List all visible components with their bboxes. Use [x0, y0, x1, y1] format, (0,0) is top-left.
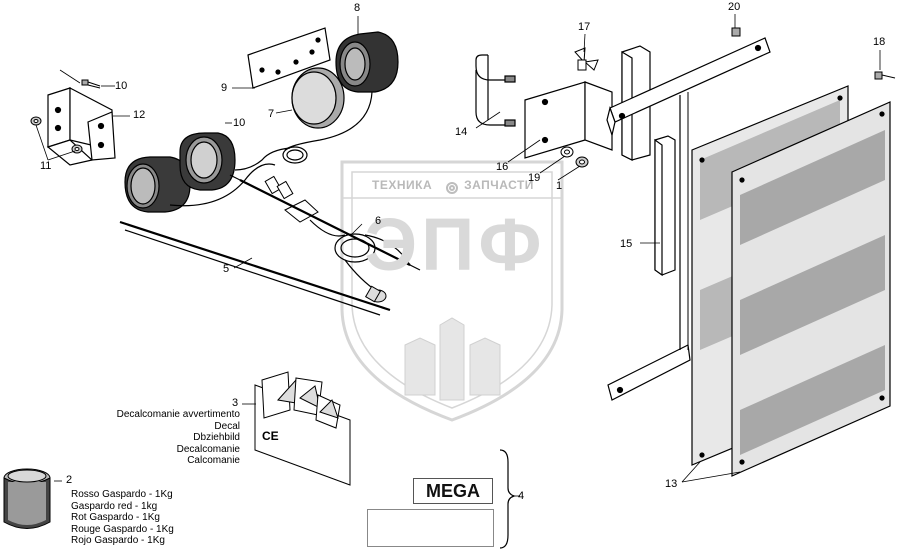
blank-plate — [367, 509, 494, 547]
decal-text-line: Decalcomanie avvertimento — [116, 409, 240, 420]
callout-2: 2 — [66, 474, 73, 486]
watermark-shield — [340, 160, 564, 422]
callout-18: 18 — [873, 36, 886, 48]
wing-nut — [574, 47, 599, 71]
lamp-mount-plate — [247, 27, 331, 89]
ce-mark: CE — [262, 429, 279, 443]
paint-text-line: Gaspardo red - 1kg — [71, 500, 158, 512]
callout-4: 4 — [518, 490, 525, 502]
lamp-bracket — [46, 87, 116, 166]
callout-15: 15 — [620, 238, 633, 250]
mega-plate: MEGA — [413, 478, 493, 504]
callout-14: 14 — [455, 126, 468, 138]
warning-panel-front — [731, 101, 891, 477]
lamp-right-cable — [284, 91, 373, 151]
paint-text-line: Rojo Gaspardo - 1Kg — [71, 535, 165, 546]
decal-pack — [254, 371, 351, 486]
callout-6: 6 — [375, 215, 382, 227]
decal-description: Decalcomanie avvertimento Decal Dbziehbi… — [105, 409, 240, 467]
decal-text-line: Calcomanie — [187, 455, 240, 466]
callout-13: 13 — [665, 478, 678, 490]
lamp-cable — [169, 146, 308, 207]
paint-description: Rosso Gaspardo - 1Kg Gaspardo red - 1kg … — [71, 489, 174, 547]
callout-17: 17 — [578, 21, 591, 33]
decal-text-line: Decalcomanie — [176, 443, 240, 455]
cable-bundle — [119, 174, 421, 316]
callout-7: 7 — [268, 108, 275, 120]
callout-10a: 10 — [115, 80, 128, 92]
callout-5: 5 — [223, 263, 230, 275]
mount-bracket — [524, 81, 613, 159]
callout-9: 9 — [221, 82, 228, 94]
plug — [364, 285, 387, 303]
watermark-gear-icon — [446, 182, 458, 194]
bolt — [731, 27, 896, 80]
paint-tin — [3, 468, 51, 529]
lamp-right-pair — [291, 31, 399, 129]
u-bolt — [475, 54, 516, 127]
callout-10b: 10 — [233, 117, 246, 129]
callout-3: 3 — [232, 397, 239, 409]
watermark-logo-text: ЭПФ — [364, 203, 546, 286]
callout-19: 19 — [528, 172, 541, 184]
decal-text-line: Dbziehbild — [193, 432, 240, 443]
callout-8: 8 — [354, 2, 361, 14]
callout-11: 11 — [40, 160, 52, 172]
decal-text-line: Decal — [214, 420, 240, 432]
brace — [499, 449, 516, 549]
bolt — [81, 79, 101, 89]
callout-16: 16 — [496, 161, 509, 173]
leader-lines — [35, 14, 881, 497]
watermark-buildings — [404, 317, 501, 401]
crossbar-lower — [607, 344, 691, 401]
lamp-left-pair — [124, 132, 236, 213]
callout-20: 20 — [728, 1, 741, 13]
paint-text-line: Rosso Gaspardo - 1Kg — [71, 489, 173, 500]
paint-text-line: Rouge Gaspardo - 1Kg — [71, 523, 174, 535]
paint-text-line: Rot Gaspardo - 1Kg — [71, 512, 160, 523]
frame-post — [621, 45, 676, 277]
washer — [560, 146, 589, 168]
crossbar-upper — [606, 37, 771, 138]
callout-12: 12 — [133, 109, 146, 121]
callout-1: 1 — [556, 180, 563, 192]
